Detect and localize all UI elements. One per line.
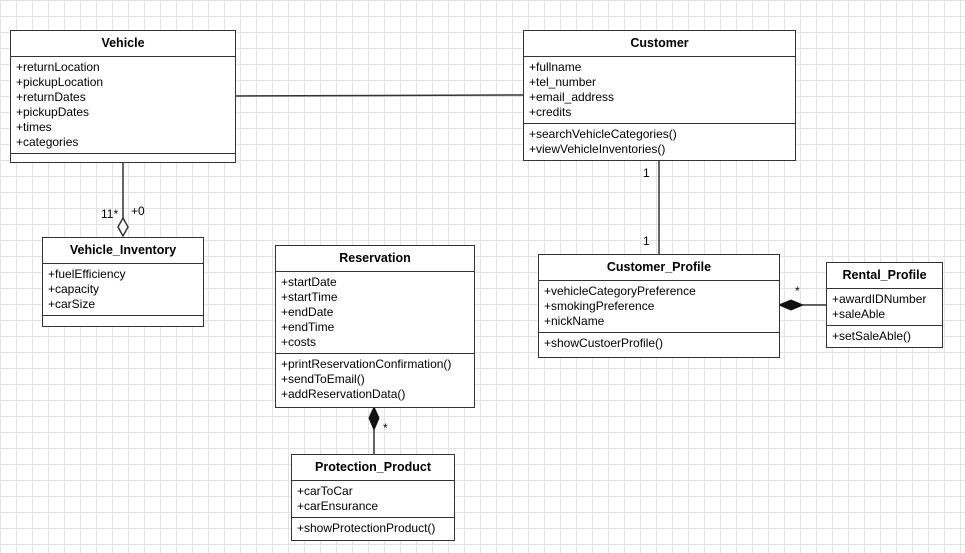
attribute: +startDate [281,275,337,289]
operation: +viewVehicleInventories() [529,142,666,156]
composition-diamond-profile [777,299,805,311]
operation: +showCustoerProfile() [544,336,664,350]
attribute: +endDate [281,305,334,319]
operation-list [11,154,235,162]
attribute: +carSize [48,297,96,311]
operation-list: +searchVehicleCategories() +viewVehicleI… [524,124,795,160]
vehicle-customer-association [234,94,524,97]
attribute: +pickupDates [16,105,90,119]
operation-list: +showProtectionProduct() [292,518,454,539]
attribute-list: +awardIDNumber +saleAble [827,289,942,326]
class-vehicle-inventory[interactable]: Vehicle_Inventory +fuelEfficiency +capac… [42,237,204,327]
operation: +showProtectionProduct() [297,521,436,535]
attribute-list: +fullname +tel_number +email_address +cr… [524,57,795,124]
class-name: Reservation [276,246,474,272]
attribute: +endTime [281,320,335,334]
operation-list: +printReservationConfirmation() +sendToE… [276,354,474,405]
attribute: +nickName [544,314,605,328]
attribute-list: +returnLocation +pickupLocation +returnD… [11,57,235,154]
class-name: Customer_Profile [539,255,779,281]
attribute: +times [16,120,52,134]
operation: +sendToEmail() [281,372,365,386]
multiplicity-label: * [383,421,388,435]
class-name: Protection_Product [292,455,454,481]
operation: +printReservationConfirmation() [281,357,452,371]
attribute: +carEnsurance [297,499,379,513]
attribute: +saleAble [832,307,886,321]
class-rental-profile[interactable]: Rental_Profile +awardIDNumber +saleAble … [826,262,943,348]
class-name: Customer [524,31,795,57]
attribute: +vehicleCategoryPreference [544,284,696,298]
attribute: +pickupLocation [16,75,104,89]
attribute-list: +fuelEfficiency +capacity +carSize [43,264,203,316]
attribute: +fuelEfficiency [48,267,126,281]
multiplicity-label: 1 [643,234,650,248]
attribute-list: +vehicleCategoryPreference +smokingPrefe… [539,281,779,333]
attribute: +startTime [281,290,338,304]
operation: +setSaleAble() [832,329,912,343]
class-protection-product[interactable]: Protection_Product +carToCar +carEnsuran… [291,454,455,541]
attribute: +tel_number [529,75,597,89]
attribute-list: +startDate +startTime +endDate +endTime … [276,272,474,354]
class-name: Vehicle_Inventory [43,238,203,264]
attribute: +smokingPreference [544,299,655,313]
attribute: +returnLocation [16,60,100,74]
attribute: +capacity [48,282,100,296]
attribute: +categories [16,135,79,149]
class-customer-profile[interactable]: Customer_Profile +vehicleCategoryPrefere… [538,254,780,358]
operation-list [43,316,203,324]
attribute: +costs [281,335,317,349]
class-name: Vehicle [11,31,235,57]
multiplicity-label: 11* [101,207,119,221]
attribute: +awardIDNumber [832,292,927,306]
class-reservation[interactable]: Reservation +startDate +startTime +endDa… [275,245,475,408]
attribute-list: +carToCar +carEnsurance [292,481,454,518]
class-name: Rental_Profile [827,263,942,289]
attribute: +carToCar [297,484,353,498]
aggregation-diamond [117,216,129,238]
class-vehicle[interactable]: Vehicle +returnLocation +pickupLocation … [10,30,236,163]
composition-diamond-reservation [368,405,380,432]
class-customer[interactable]: Customer +fullname +tel_number +email_ad… [523,30,796,161]
attribute: +email_address [529,90,615,104]
multiplicity-label: +0 [131,204,145,218]
operation: +addReservationData() [281,387,406,401]
attribute: +returnDates [16,90,86,104]
attribute: +credits [529,105,572,119]
multiplicity-label: 1 [643,166,650,180]
operation-list: +setSaleAble() [827,326,942,347]
operation-list: +showCustoerProfile() [539,333,779,354]
multiplicity-label: * [795,284,800,298]
attribute: +fullname [529,60,582,74]
operation: +searchVehicleCategories() [529,127,677,141]
